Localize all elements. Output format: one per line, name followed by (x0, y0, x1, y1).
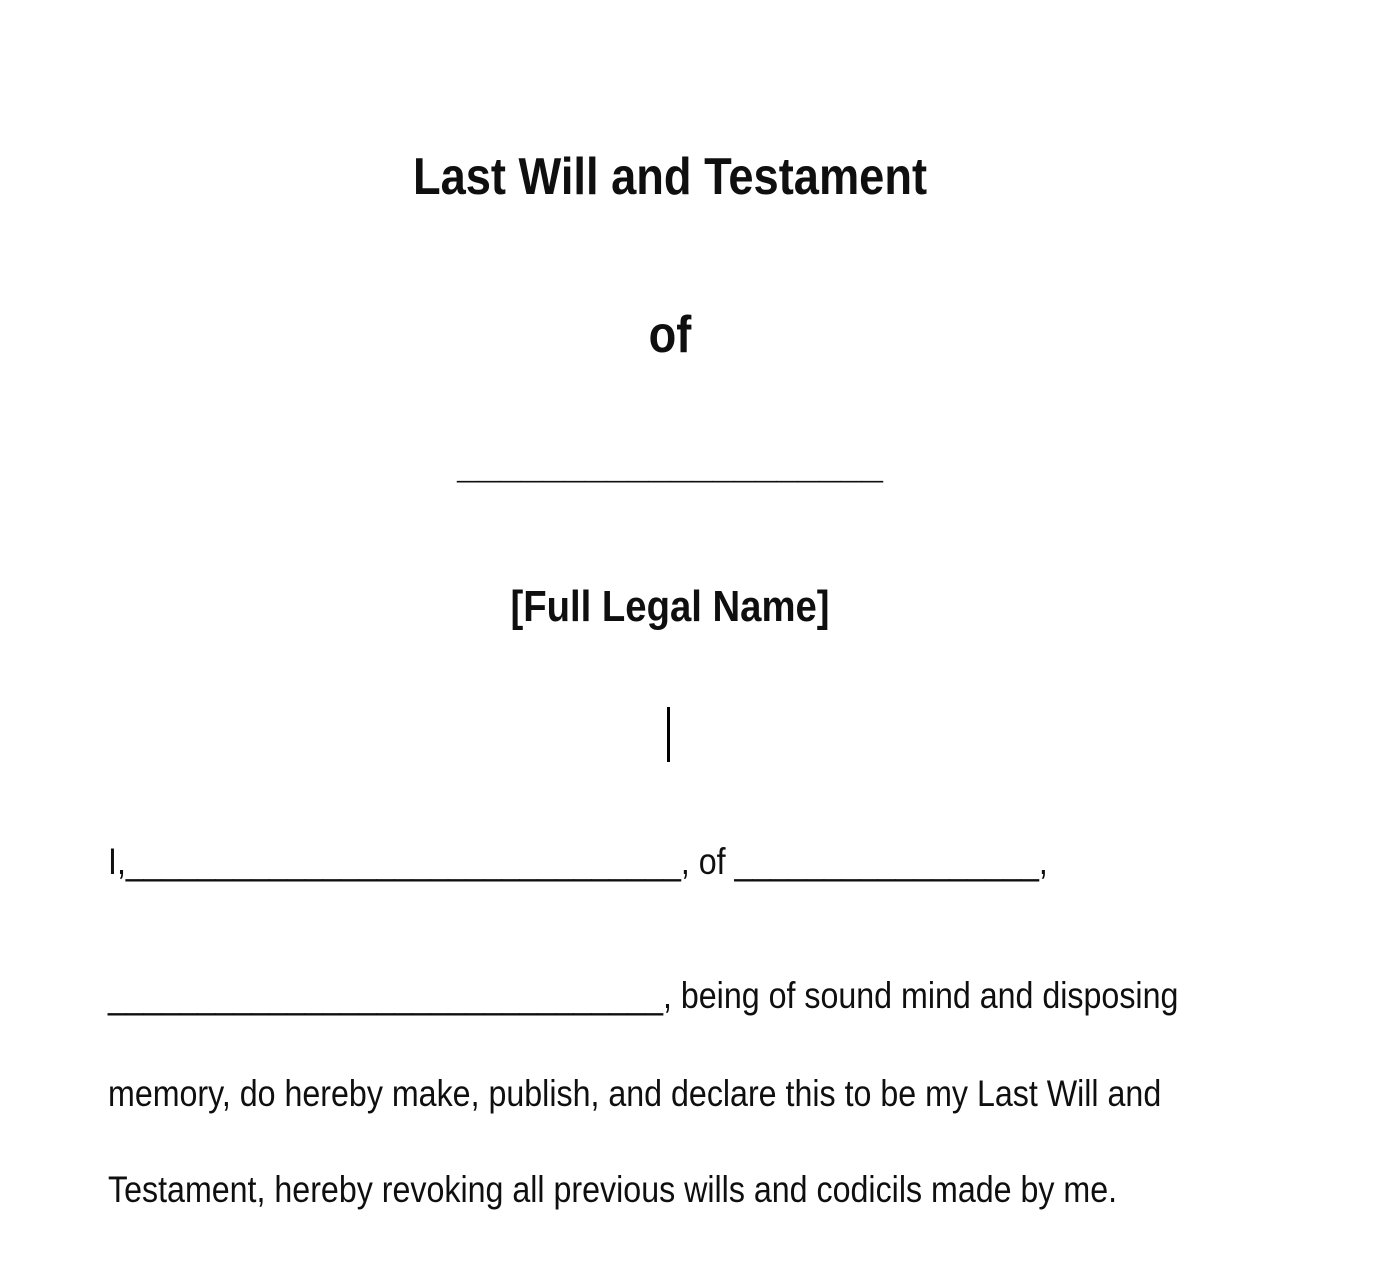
document-title[interactable]: Last Will and Testament (412, 148, 928, 206)
body-line[interactable]: memory, do hereby make, publish, and dec… (108, 1073, 1162, 1114)
name-blank-line[interactable]: ____________________ (457, 438, 883, 487)
full-legal-name-placeholder[interactable]: [Full Legal Name] (510, 582, 830, 631)
body-line[interactable]: _______________________________, being o… (108, 975, 1179, 1016)
body-line[interactable]: I,_______________________________, of __… (108, 841, 1048, 882)
body-line[interactable]: Testament, hereby revoking all previous … (108, 1169, 1118, 1210)
text-caret (667, 707, 670, 762)
of-heading[interactable]: of (648, 306, 692, 364)
